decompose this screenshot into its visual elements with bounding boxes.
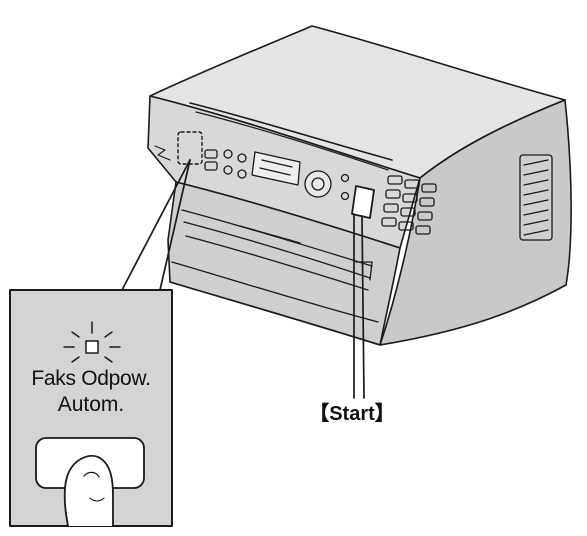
callout-lines (121, 159, 365, 399)
finger-press-icon (63, 454, 114, 527)
side-vent (519, 154, 553, 241)
inset-button-label-line2: Autom. (57, 393, 125, 416)
paper-tray (171, 209, 379, 323)
dial-keypad (381, 175, 437, 235)
indicator-light-icon (63, 321, 121, 363)
inset-panel (9, 289, 173, 527)
start-key-icon (351, 185, 375, 219)
auto-answer-highlight (177, 131, 203, 165)
navigator-dial (304, 170, 332, 198)
start-key-label: 【Start】 (309, 403, 395, 425)
inset-button-label-line1: Faks Odpow. (31, 367, 151, 390)
printer-icon (147, 25, 572, 346)
control-panel (204, 149, 437, 235)
